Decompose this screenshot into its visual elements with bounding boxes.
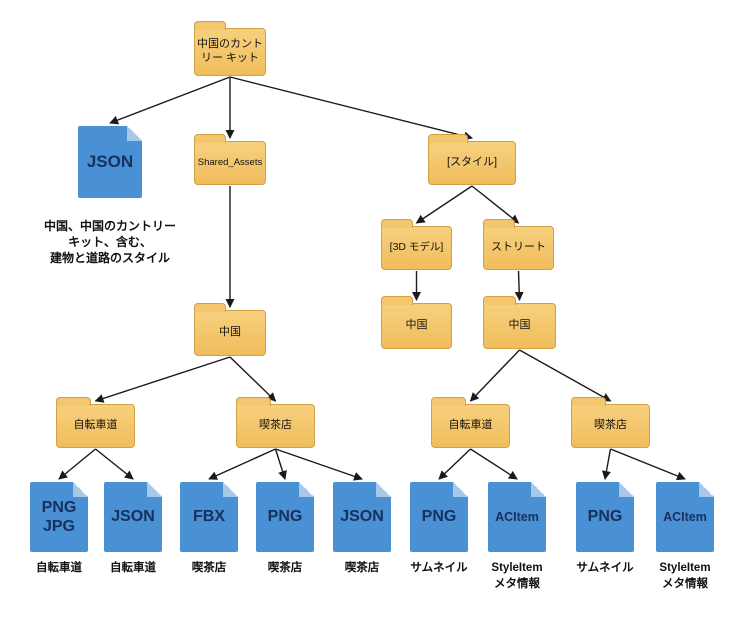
folder-cafe-right: 喫茶店 (571, 397, 650, 448)
file-node-acitem-cafe: ACItem StyleItem メタ情報 (648, 482, 722, 592)
acitem-document-icon: ACItem (488, 482, 546, 552)
file-type-label: FBX (193, 508, 225, 526)
png-jpg-document-icon: PNG JPG (30, 482, 88, 552)
file-caption: 自転車道 (36, 562, 82, 574)
folder-bike-lane-right-label: 自転車道 (448, 419, 493, 432)
file-caption: 喫茶店 (344, 562, 380, 574)
folder-cafe-left: 喫茶店 (236, 397, 315, 448)
acitem-document-icon: ACItem (656, 482, 714, 552)
folder-china-3d-model: 中国 (381, 296, 452, 349)
folder-style: [スタイル] (428, 134, 516, 185)
png-document-icon: PNG (410, 482, 468, 552)
json-document-icon: JSON (333, 482, 391, 552)
file-node-acitem-bike: ACItem StyleItem メタ情報 (480, 482, 554, 592)
folder-bike-lane-left: 自転車道 (56, 397, 135, 448)
png-document-icon: PNG (576, 482, 634, 552)
file-node-json-bike: JSON 自転車道 (96, 482, 170, 577)
folder-root-label: 中国のカント リー キット (197, 38, 263, 64)
file-node-json-overview: JSON 中国、中国のカントリー キット、含む、 建物と道路のスタイル (44, 126, 176, 267)
folder-china-street-label: 中国 (508, 319, 531, 332)
folder-shared-assets-label: Shared_Assets (197, 157, 263, 169)
file-node-json-cafe: JSON 喫茶店 (325, 482, 399, 577)
folder-cafe-left-label: 喫茶店 (259, 419, 292, 432)
json-document-icon: JSON (104, 482, 162, 552)
folder-3d-model: [3D モデル] (381, 219, 452, 270)
folder-china-street: 中国 (483, 296, 556, 349)
file-caption: 喫茶店 (267, 562, 303, 574)
file-node-png-thumb-bike: PNG サムネイル (402, 482, 476, 577)
file-type-label: JSON (86, 151, 134, 171)
file-caption: 自転車道 (110, 562, 156, 574)
file-caption: サムネイル (576, 562, 634, 574)
folder-3d-model-label: [3D モデル] (389, 241, 444, 254)
file-type-label: PNG (587, 508, 623, 526)
file-type-label: PNG (421, 508, 457, 526)
file-caption: サムネイル (410, 562, 468, 574)
file-type-label: JSON (340, 508, 384, 526)
file-type-label: ACItem (495, 509, 539, 524)
folder-root: 中国のカント リー キット (194, 21, 266, 76)
file-type-label: ACItem (663, 509, 707, 524)
folder-china-shared-label: 中国 (219, 326, 241, 339)
folder-china-shared: 中国 (194, 303, 266, 356)
png-document-icon: PNG (256, 482, 314, 552)
file-node-png-thumb-cafe: PNG サムネイル (568, 482, 642, 577)
file-node-png-jpg-bike: PNG JPG 自転車道 (22, 482, 96, 577)
folder-bike-lane-right: 自転車道 (431, 397, 510, 448)
folder-shared-assets: Shared_Assets (194, 134, 266, 185)
file-caption: StyleItem メタ情報 (491, 562, 543, 590)
folder-bike-lane-left-label: 自転車道 (73, 419, 118, 432)
file-caption: StyleItem メタ情報 (659, 562, 711, 590)
folder-street: ストリート (483, 219, 554, 270)
folder-style-label: [スタイル] (446, 156, 498, 169)
file-type-label: PNG (267, 508, 303, 526)
folder-street-label: ストリート (491, 241, 546, 254)
folder-cafe-right-label: 喫茶店 (594, 419, 627, 432)
file-node-fbx-cafe: FBX 喫茶店 (172, 482, 246, 577)
file-type-label: JSON (111, 508, 155, 526)
folder-china-3d-model-label: 中国 (405, 319, 428, 332)
file-caption: 喫茶店 (191, 562, 227, 574)
json-document-icon: JSON (78, 126, 142, 198)
file-type-label: PNG JPG (41, 498, 77, 535)
json-overview-caption: 中国、中国のカントリー キット、含む、 建物と道路のスタイル (43, 219, 176, 266)
file-node-png-cafe: PNG 喫茶店 (248, 482, 322, 577)
fbx-document-icon: FBX (180, 482, 238, 552)
